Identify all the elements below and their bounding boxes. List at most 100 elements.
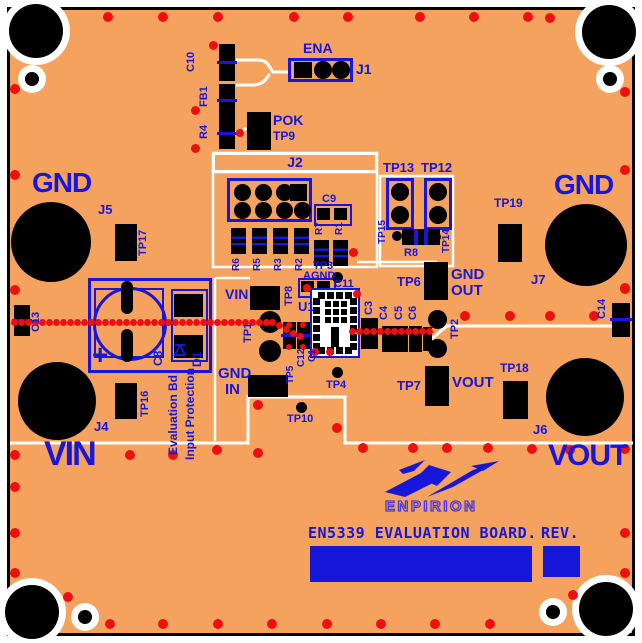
- label-r3: R3: [273, 258, 284, 271]
- via: [31, 318, 39, 326]
- via: [322, 619, 332, 629]
- via: [108, 318, 116, 326]
- enpirion-logo-icon: [385, 460, 499, 497]
- via: [10, 170, 20, 180]
- label-c13: C13: [30, 311, 42, 333]
- via: [125, 450, 135, 460]
- component-c10: [217, 44, 237, 81]
- via: [199, 318, 207, 326]
- label-c9: C9: [322, 193, 337, 205]
- component-c3: [361, 318, 378, 349]
- label-gnd-in-1: GND: [218, 365, 252, 382]
- via: [227, 318, 235, 326]
- pad-tp17: [115, 224, 137, 261]
- via: [105, 619, 115, 629]
- rev-fill-box: [543, 546, 580, 577]
- label-j4: J4: [94, 419, 109, 434]
- component-c6b: [423, 327, 432, 351]
- region-j2-box: [211, 172, 379, 269]
- jack-j6: [546, 358, 624, 436]
- label-u1: U1: [298, 299, 315, 314]
- region-tp13-box: [378, 174, 455, 268]
- via: [236, 129, 244, 137]
- mount-hole-bl: [5, 585, 59, 639]
- j2-top-pins: [234, 184, 251, 201]
- label-vout-small: VOUT: [452, 374, 494, 391]
- label-r1: R1: [334, 222, 345, 236]
- label-c10: C10: [185, 51, 197, 73]
- header-tp12: [424, 178, 452, 230]
- tpdot: [331, 271, 343, 283]
- u1-pads-top: [318, 292, 325, 299]
- via: [45, 318, 53, 326]
- header-tp13: [386, 178, 414, 230]
- label-note-line1: Evaluation Bd: [166, 375, 180, 456]
- via: [303, 284, 311, 292]
- component-c1: [295, 322, 312, 349]
- u1-pads-right: [350, 298, 357, 305]
- via: [311, 348, 319, 356]
- input-protection-box: [88, 278, 212, 373]
- via: [348, 327, 356, 335]
- via: [164, 318, 172, 326]
- via: [10, 450, 20, 460]
- trace-tp2-c14: [428, 324, 613, 343]
- j1-pin2: [314, 61, 332, 79]
- via: [343, 12, 353, 22]
- via: [296, 332, 304, 340]
- component-r4: [217, 118, 237, 149]
- label-tp16: TP16: [139, 390, 151, 417]
- via: [168, 450, 178, 460]
- via: [115, 318, 123, 326]
- label-r6: R6: [231, 258, 242, 271]
- via: [158, 619, 168, 629]
- tp13-pin1: [391, 183, 409, 201]
- label-c5: C5: [393, 305, 405, 321]
- label-tp7: TP7: [397, 378, 421, 393]
- region-power-boundary: [10, 395, 633, 445]
- mount-hole-tl: [9, 4, 63, 58]
- via: [620, 444, 630, 454]
- via: [10, 318, 18, 326]
- via: [52, 318, 60, 326]
- pad-tp7: [425, 366, 449, 406]
- via: [425, 327, 433, 335]
- via: [289, 329, 297, 337]
- via: [248, 318, 256, 326]
- label-tp12: TP12: [421, 160, 453, 175]
- label-tp18: TP18: [500, 361, 529, 375]
- label-c12: C12: [296, 348, 307, 368]
- j2-title-strip: J2: [213, 153, 377, 172]
- mount-hole-br: [579, 582, 633, 636]
- via: [268, 318, 276, 326]
- via: [505, 311, 515, 321]
- d1-pad1: [174, 294, 203, 317]
- label-gnd-out-2: OUT: [451, 281, 483, 299]
- via: [10, 528, 20, 538]
- via: [73, 318, 81, 326]
- tpdot: [295, 401, 307, 413]
- c8-slot-pad-top: [121, 281, 133, 314]
- label-tp2: TP2: [449, 318, 461, 340]
- via: [300, 322, 306, 328]
- tp12-pin2: [429, 206, 447, 224]
- via: [158, 12, 168, 22]
- label-tp8: TP8: [283, 285, 295, 306]
- via: [353, 290, 361, 298]
- via: [208, 40, 218, 50]
- via: [192, 318, 200, 326]
- via: [390, 327, 398, 335]
- pad-tp2-b: [428, 339, 447, 358]
- label-agnd: AGND: [303, 270, 336, 282]
- via: [220, 318, 228, 326]
- mount-hole-tr: [582, 5, 636, 59]
- label-j5: J5: [98, 202, 113, 217]
- component-r6: [231, 228, 246, 254]
- via: [620, 165, 630, 175]
- pad-tp5: [248, 375, 288, 397]
- via: [620, 87, 630, 97]
- component-r2: [294, 228, 309, 254]
- u1-pads-left: [313, 298, 320, 305]
- via: [418, 327, 426, 335]
- via: [620, 528, 630, 538]
